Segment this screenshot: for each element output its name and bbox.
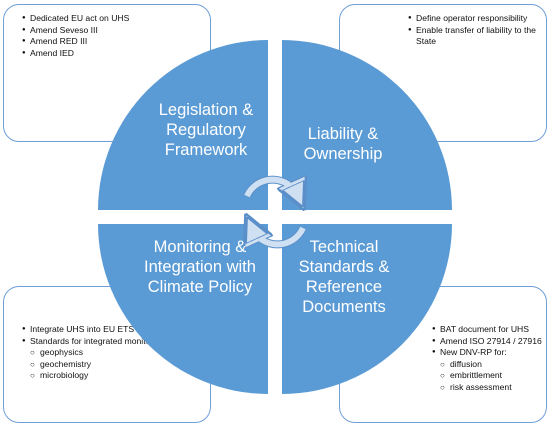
sub-list-item: diffusion — [432, 359, 546, 371]
sub-list-item: risk assessment — [432, 382, 546, 394]
list-item: Integrate UHS into EU ETS / IPCC — [22, 324, 210, 336]
list-item: Standards for integrated monitoring: — [22, 336, 210, 348]
quadrant-label-legislation: Legislation & Regulatory Framework — [158, 101, 254, 159]
list-item: Define operator responsibility — [408, 13, 546, 25]
quadrant-label-monitoring: Monitoring & Integration with Climate Po… — [144, 238, 256, 296]
sub-list-item: geochemistry — [22, 359, 210, 371]
list-item: Amend Seveso III — [22, 25, 210, 37]
quadrant-legislation — [98, 40, 268, 210]
list-item: Dedicated EU act on UHS — [22, 13, 210, 25]
sub-list-item: embrittlement — [432, 370, 546, 382]
quadrant-monitoring — [98, 224, 268, 394]
list-item: New DNV-RP for: — [432, 347, 546, 359]
list-item: Amend IED — [22, 48, 210, 60]
quadrant-label-liability: Liability & Ownership — [303, 125, 383, 163]
list-item: Enable transfer of liability to the Stat… — [408, 25, 546, 48]
list-item: BAT document for UHS — [432, 324, 546, 336]
quadrant-standards — [282, 224, 452, 394]
sub-list-item: microbiology — [22, 370, 210, 382]
cycle-arrows-icon — [247, 180, 303, 245]
quadrant-liability — [282, 40, 452, 210]
quadrant-label-standards: Technical Standards & Reference Document… — [298, 238, 390, 316]
list-item: Amend ISO 27914 / 27916 — [432, 336, 546, 348]
list-item: Amend RED III — [22, 36, 210, 48]
sub-list-item: geophysics — [22, 347, 210, 359]
